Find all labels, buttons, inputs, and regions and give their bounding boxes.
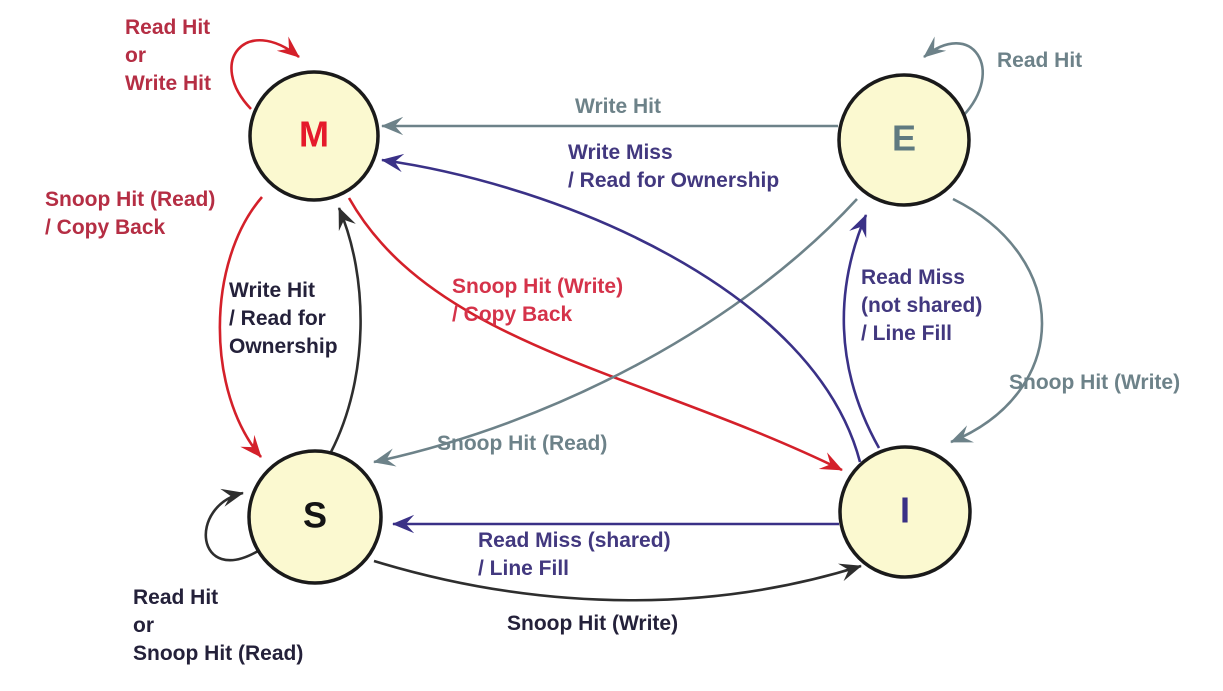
edge-label-s-self: Read Hit or Snoop Hit (Read) bbox=[133, 584, 303, 668]
edge-s-self-loop bbox=[204, 488, 259, 562]
label-line: Write Hit bbox=[229, 279, 315, 302]
state-node-m bbox=[248, 70, 380, 202]
state-letter-e: E bbox=[891, 117, 917, 159]
edge-label-i-to-m: Write Miss / Read for Ownership bbox=[568, 139, 779, 195]
label-line: Read Hit bbox=[133, 586, 219, 609]
edge-m-to-s bbox=[218, 196, 263, 458]
label-line: Write Hit bbox=[575, 95, 661, 118]
edge-label-e-self: Read Hit bbox=[997, 47, 1082, 75]
label-line: Read Hit bbox=[125, 16, 211, 39]
edge-label-i-to-e: Read Miss (not shared) / Line Fill bbox=[861, 264, 982, 348]
edge-label-m-to-i: Snoop Hit (Write) / Copy Back bbox=[452, 273, 623, 329]
edge-label-s-to-m: Write Hit / Read for Ownership bbox=[229, 277, 338, 361]
edge-label-i-to-s: Read Miss (shared) / Line Fill bbox=[478, 527, 671, 583]
state-node-e bbox=[837, 73, 971, 207]
label-line: Snoop Hit (Read) bbox=[45, 188, 216, 211]
label-line: Read Miss (shared) bbox=[478, 529, 671, 552]
label-line: Write Miss bbox=[568, 141, 673, 164]
label-line: Read Hit bbox=[997, 49, 1083, 72]
edge-label-s-to-i: Snoop Hit (Write) bbox=[507, 610, 678, 638]
label-line: Snoop Hit (Write) bbox=[507, 612, 679, 635]
label-line: Snoop Hit (Read) bbox=[133, 642, 304, 665]
label-line: / Read for bbox=[229, 307, 326, 330]
edge-i-to-e bbox=[842, 214, 881, 449]
edge-label-e-to-i: Snoop Hit (Write) bbox=[1009, 369, 1180, 397]
label-line: Snoop Hit (Write) bbox=[1009, 371, 1181, 394]
edge-i-to-m bbox=[381, 153, 862, 463]
label-line: / Line Fill bbox=[861, 322, 953, 345]
label-line: or bbox=[125, 44, 146, 67]
state-letter-s: S bbox=[302, 494, 328, 536]
state-letter-m: M bbox=[299, 113, 329, 155]
edge-e-to-i bbox=[950, 197, 1044, 444]
state-letter-i: I bbox=[899, 489, 911, 531]
label-line: / Copy Back bbox=[45, 216, 166, 239]
edge-label-m-self: Read Hit or Write Hit bbox=[125, 14, 211, 98]
label-line: / Line Fill bbox=[478, 557, 570, 580]
label-line: / Copy Back bbox=[452, 303, 573, 326]
label-line: Write Hit bbox=[125, 72, 211, 95]
state-node-i bbox=[838, 445, 972, 579]
state-node-s bbox=[247, 449, 383, 585]
edge-s-to-i bbox=[373, 559, 862, 602]
edge-s-to-m bbox=[329, 207, 362, 453]
edge-e-self-loop bbox=[923, 36, 984, 117]
edge-label-e-to-s: Snoop Hit (Read) bbox=[437, 430, 607, 458]
label-line: Snoop Hit (Write) bbox=[452, 275, 624, 298]
label-line: Ownership bbox=[229, 335, 338, 358]
label-line: Snoop Hit (Read) bbox=[437, 432, 608, 455]
edge-label-e-to-m: Write Hit bbox=[575, 93, 661, 121]
edge-label-m-to-s: Snoop Hit (Read) / Copy Back bbox=[45, 186, 215, 242]
edge-e-to-s bbox=[373, 198, 858, 467]
label-line: Read Miss bbox=[861, 266, 965, 289]
edge-m-to-i bbox=[347, 197, 843, 472]
edge-m-self-loop bbox=[230, 36, 300, 110]
label-line: or bbox=[133, 614, 154, 637]
label-line: (not shared) bbox=[861, 294, 983, 317]
label-line: / Read for Ownership bbox=[568, 169, 780, 192]
